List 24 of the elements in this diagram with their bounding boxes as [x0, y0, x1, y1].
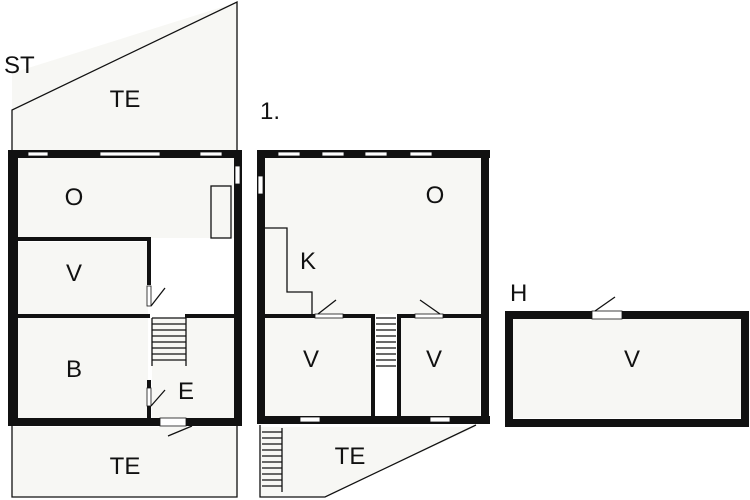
- room-label: TE: [334, 443, 366, 471]
- room-label: V: [66, 260, 82, 288]
- room-label: TE: [110, 453, 140, 481]
- room-area: [512, 318, 742, 418]
- room-area: [400, 318, 480, 418]
- plan-label: K: [300, 248, 316, 276]
- plan-label: H: [510, 280, 528, 308]
- room-area: [18, 318, 148, 418]
- room-label: TE: [110, 86, 140, 114]
- plan-label: 1.: [260, 98, 280, 126]
- room-label: O: [426, 182, 444, 210]
- room-label: B: [66, 356, 82, 384]
- plan-label: ST: [4, 52, 35, 80]
- room-area: [18, 158, 234, 238]
- room-area: [152, 318, 234, 418]
- room-label: V: [426, 346, 442, 374]
- room-area: [265, 318, 371, 418]
- room-label: O: [64, 184, 84, 212]
- terrace-area: [12, 427, 238, 497]
- room-label: V: [624, 346, 640, 374]
- room-label: E: [178, 378, 194, 406]
- room-area: [18, 242, 148, 314]
- room-label: V: [303, 346, 319, 374]
- room-area: [265, 158, 481, 314]
